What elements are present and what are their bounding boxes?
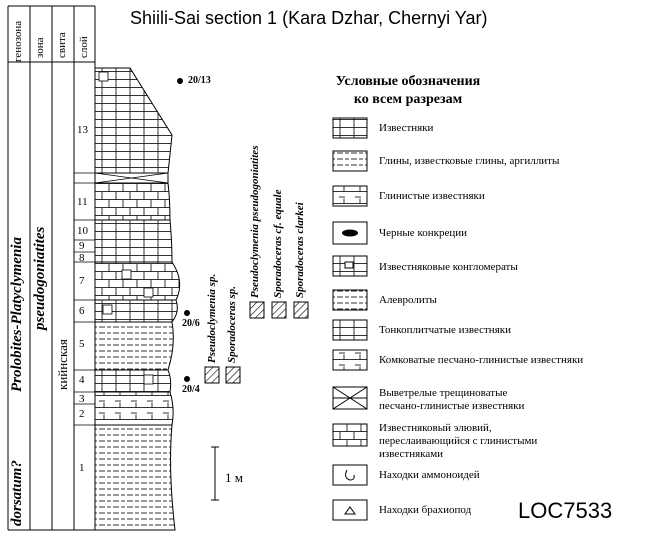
legend-item-label: Глинистые известняки [379,190,485,202]
legend-item-label: Тонкоплитчатые известняки [379,324,511,336]
taxon-label: Sporadoceras sp. [226,285,238,363]
ammonoid-finds [98,71,154,385]
ammonoid-icon [345,469,355,481]
legend-item-label: Комковатые песчано-глинистые известняки [379,354,584,366]
bed-number: 10 [77,225,88,237]
genozone-qualifier: dorsatum? [9,460,25,526]
bed-number: 5 [79,338,85,350]
bed-11-lithology [94,182,171,221]
legend-item-label: Выветрелые трещиноватые песчано-глинисты… [379,387,525,412]
bed-boundaries [74,172,95,426]
bed-6-lithology [94,299,178,323]
legend-item-label: Находки аммоноидей [379,469,480,481]
legend-item-label: Черные конкреции [379,227,467,239]
bed-2-3-lithology [94,391,174,426]
bed-8-10-lithology [94,219,173,263]
bed-13-lithology [94,67,173,174]
bed-5-lithology [94,321,174,371]
figure-title: Shiili-Sai section 1 (Kara Dzhar, Cherny… [130,8,488,28]
taxon-label: Pseudoclymenia pseudogoniatites [249,145,261,298]
taxon-label: Pseudoclymenia sp. [206,273,218,363]
bed-number: 2 [79,408,85,420]
sample-label: 20/6 [182,318,200,329]
suite-name: кийнская [55,339,70,390]
sample-dot [177,78,183,84]
genozone-name: Prolobites-Platyclymenia [9,237,25,392]
legend-swatches [332,117,368,521]
scale-bar [211,446,219,501]
legend-subheading: ко всем разрезам [353,92,463,107]
legend-item-label: Глины, известковые глины, аргиллиты [379,155,560,167]
bed-number: 3 [79,393,85,405]
brachiopod-icon [344,506,356,515]
bed-number: 9 [79,240,85,252]
bed-number: 7 [79,275,85,287]
legend-item-label: Известняковый элювий, переслаивающийся с… [379,422,538,460]
taxon-ranges [204,301,309,384]
bed-number: 8 [79,252,85,264]
taxon-label: Sporadoceras cf. equale [272,189,284,298]
legend-item-label: Находки брахиопод [379,504,472,516]
legend-item-label: Алевролиты [379,294,437,306]
header-bed: слой [78,36,90,58]
header-suite: свита [56,32,68,58]
figure-id: LOC7533 [518,498,613,523]
taxon-label: Sporadoceras clarkei [294,202,306,298]
bed-number: 1 [79,462,85,474]
bed-number: 11 [77,196,88,208]
bed-4-lithology [94,369,172,393]
sample-dot [184,376,190,382]
zone-name: pseudogoniatites [32,226,48,330]
header-genozone: генозона [12,20,24,62]
legend-heading: Условные обозначения [335,74,481,89]
legend-item-label: Известняки [379,122,434,134]
sample-dot [184,310,190,316]
legend-item-label: Известняковые конгломераты [379,261,518,273]
scale-label: 1 м [225,470,243,485]
sample-label: 20/4 [182,384,200,395]
bed-1-lithology [94,424,176,531]
bed-number: 6 [79,305,85,317]
bed-number: 4 [79,374,85,386]
sample-label: 20/13 [188,75,211,86]
header-zone: зона [34,37,46,58]
bed-number: 13 [77,124,88,136]
bed-7-lithology [94,261,181,301]
